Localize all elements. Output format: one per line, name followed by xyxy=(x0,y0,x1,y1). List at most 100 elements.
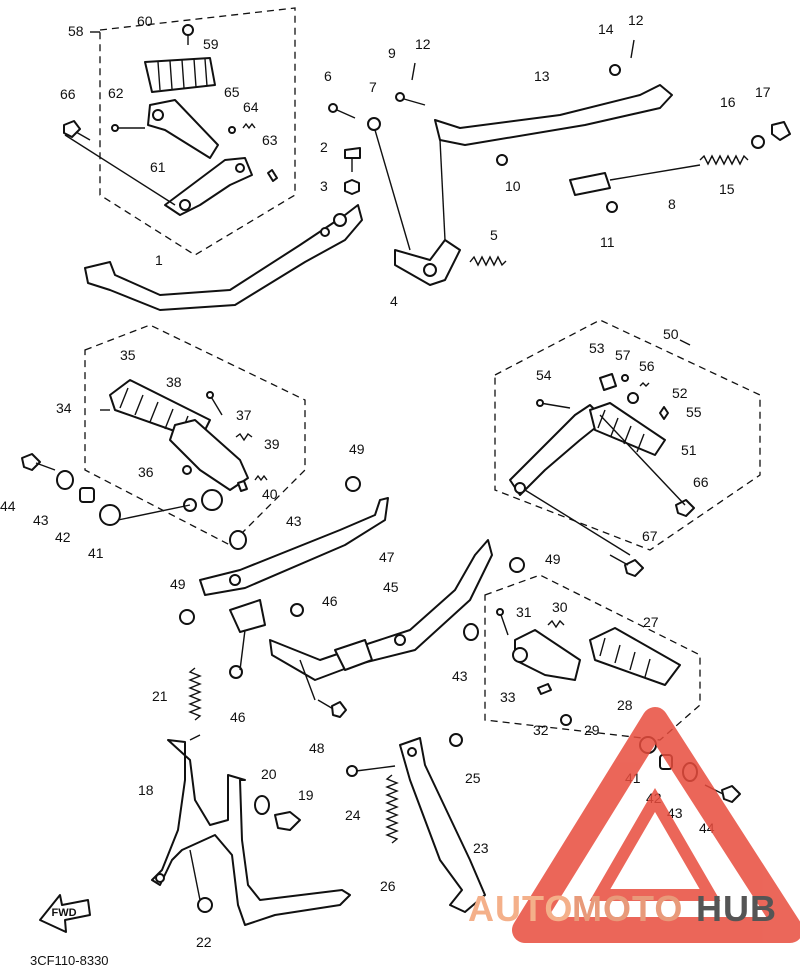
spring-15 xyxy=(699,154,749,166)
bracket-58 xyxy=(164,157,253,216)
watermark-word-hub: HUB xyxy=(696,888,777,929)
label-52: 52 xyxy=(672,385,688,401)
label-20: 20 xyxy=(261,766,277,782)
washer-65 xyxy=(228,126,236,134)
label-31: 31 xyxy=(516,604,532,620)
bolt-54 xyxy=(536,399,571,409)
spring-64 xyxy=(242,122,256,130)
label-60: 60 xyxy=(137,13,153,29)
label-67: 67 xyxy=(642,528,658,544)
label-55: 55 xyxy=(686,404,702,420)
stay-45 xyxy=(269,539,493,681)
nut-46-b xyxy=(229,665,243,679)
label-24: 24 xyxy=(345,807,361,823)
clip-63 xyxy=(267,169,278,182)
label-37: 37 xyxy=(236,407,252,423)
nut-49-a xyxy=(345,476,361,492)
label-22: 22 xyxy=(196,934,212,950)
label-23: 23 xyxy=(473,840,489,856)
washer-43-left xyxy=(56,470,74,490)
bolt-67 xyxy=(609,554,644,577)
label-66-top: 66 xyxy=(60,86,76,102)
label-49-b: 49 xyxy=(545,551,561,567)
pin-12b xyxy=(630,39,635,59)
label-50: 50 xyxy=(663,326,679,342)
label-15: 15 xyxy=(719,181,735,197)
spring-37 xyxy=(235,432,253,442)
spring-56 xyxy=(639,382,650,387)
bolt-36 xyxy=(182,465,192,475)
label-16: 16 xyxy=(720,94,736,110)
washer-29 xyxy=(560,714,572,726)
label-19: 19 xyxy=(298,787,314,803)
nut-3 xyxy=(344,179,360,195)
brake-pedal-1 xyxy=(84,204,363,311)
label-41-left: 41 xyxy=(88,545,104,561)
watermark-word-moto: MOTO xyxy=(572,888,683,929)
label-47: 47 xyxy=(379,549,395,565)
label-17: 17 xyxy=(755,84,771,100)
footrest-61 xyxy=(147,99,219,159)
label-6: 6 xyxy=(324,68,332,84)
pin-62 xyxy=(111,124,145,132)
nut-22 xyxy=(197,897,213,913)
bolt-48 xyxy=(317,699,347,718)
group-box-58 xyxy=(99,7,296,256)
label-2: 2 xyxy=(320,139,328,155)
main-stand-18 xyxy=(151,739,351,926)
label-8: 8 xyxy=(668,196,676,212)
label-1: 1 xyxy=(155,252,163,268)
side-stand-23 xyxy=(399,737,486,913)
label-18: 18 xyxy=(138,782,154,798)
label-58: 58 xyxy=(68,23,84,39)
label-49-a: 49 xyxy=(349,441,365,457)
label-33: 33 xyxy=(500,689,516,705)
label-65: 65 xyxy=(224,84,240,100)
footrest-rubber-28 xyxy=(589,627,681,686)
label-43-mid: 43 xyxy=(286,513,302,529)
watermark-text: AUTO MOTO HUB xyxy=(468,888,777,929)
label-42-left: 42 xyxy=(55,529,71,545)
label-9: 9 xyxy=(388,45,396,61)
label-36: 36 xyxy=(138,464,154,480)
spring-30 xyxy=(547,619,565,629)
watermark-word-auto: AUTO xyxy=(468,888,573,929)
bolt-19 xyxy=(274,811,301,831)
clip-40 xyxy=(237,480,248,492)
label-5: 5 xyxy=(490,227,498,243)
label-43-lower: 43 xyxy=(452,668,468,684)
nut-10 xyxy=(496,154,508,166)
label-29: 29 xyxy=(584,722,600,738)
label-63: 63 xyxy=(262,132,278,148)
bolt-24 xyxy=(346,765,396,777)
bolt-44-left xyxy=(21,453,56,471)
label-34: 34 xyxy=(56,400,72,416)
fwd-label: FWD xyxy=(51,907,76,919)
label-12a: 12 xyxy=(415,36,431,52)
group-box-34 xyxy=(84,324,306,546)
label-44-left: 44 xyxy=(0,498,16,514)
spring-5 xyxy=(469,255,507,267)
label-54: 54 xyxy=(536,367,552,383)
bolt-66-top xyxy=(63,120,91,141)
washer-20 xyxy=(254,795,270,815)
nut-16 xyxy=(751,135,765,149)
label-59: 59 xyxy=(203,36,219,52)
pin-12a xyxy=(411,62,416,81)
label-32: 32 xyxy=(533,722,549,738)
label-45: 45 xyxy=(383,579,399,595)
clip-33 xyxy=(537,683,552,695)
bolt-14 xyxy=(609,64,621,76)
footrest-27 xyxy=(512,629,581,681)
collar-42-left xyxy=(79,487,95,503)
label-11: 11 xyxy=(600,234,615,250)
group-box-27 xyxy=(484,574,701,741)
brake-rod-13 xyxy=(434,84,673,146)
washer-43-lower xyxy=(463,623,479,641)
label-35: 35 xyxy=(120,347,136,363)
label-13: 13 xyxy=(534,68,550,84)
label-25: 25 xyxy=(465,770,481,786)
footrest-rubber-59 xyxy=(144,57,216,93)
bracket-50 xyxy=(509,404,606,496)
